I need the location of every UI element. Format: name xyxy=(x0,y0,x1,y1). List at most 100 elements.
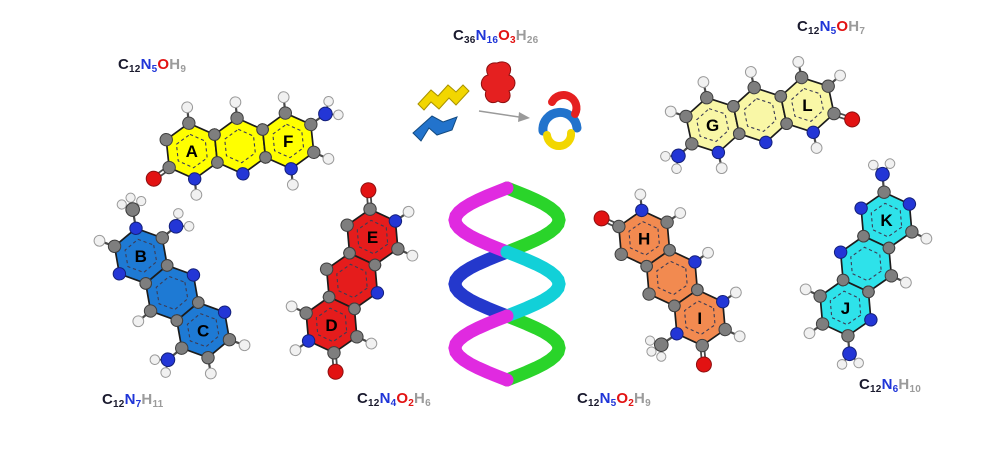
atom-oxygen xyxy=(327,363,344,380)
formula-molecule-ED: C12N4O2H6 xyxy=(357,390,431,409)
atom-nitrogen xyxy=(671,148,686,164)
formula-segment: C xyxy=(102,391,114,408)
aromatic-dashes xyxy=(870,202,903,238)
formula-segment: 12 xyxy=(129,64,141,75)
ring-label-D: D xyxy=(325,316,337,335)
assembly-scheme xyxy=(412,61,582,150)
atom-carbon xyxy=(780,117,793,130)
atom-carbon xyxy=(815,317,830,331)
formula-segment: H xyxy=(414,390,426,407)
atom-nitrogen xyxy=(688,255,702,269)
atom-hydrogen xyxy=(702,246,714,259)
helix-strand-segment xyxy=(448,181,514,259)
atom-hydrogen xyxy=(125,192,136,203)
atom-nitrogen xyxy=(388,214,403,228)
molecule-cyan xyxy=(799,158,933,370)
formula-segment: N xyxy=(819,18,831,35)
atom-nitrogen xyxy=(864,313,878,327)
atom-carbon xyxy=(747,80,761,95)
atom-carbon xyxy=(642,287,656,301)
atom-hydrogen xyxy=(323,95,334,107)
aromatic-dashes xyxy=(656,260,688,296)
atom-carbon xyxy=(159,132,173,147)
atom-hydrogen xyxy=(365,337,378,350)
formula-segment: N xyxy=(881,376,893,393)
formula-segment: 12 xyxy=(588,398,600,409)
atom-nitrogen xyxy=(129,221,143,236)
ring-label-B: B xyxy=(135,247,147,266)
atom-carbon xyxy=(654,337,669,352)
atom-nitrogen xyxy=(186,268,201,282)
atom-carbon xyxy=(160,259,174,272)
formula-segment: H xyxy=(898,376,910,393)
fragment-red-icon xyxy=(480,61,516,104)
formula-segment: 11 xyxy=(152,399,164,410)
formula-segment: H xyxy=(848,18,860,35)
atom-nitrogen xyxy=(318,106,333,122)
atom-nitrogen xyxy=(370,286,385,300)
formula-segment: C xyxy=(797,18,809,35)
atom-nitrogen xyxy=(284,162,298,176)
atom-hydrogen xyxy=(644,335,656,346)
formula-segment: C xyxy=(859,376,871,393)
atom-carbon xyxy=(660,215,674,229)
atom-carbon xyxy=(774,89,788,103)
atom-hydrogen xyxy=(834,69,847,82)
atom-hydrogen xyxy=(238,339,251,352)
atom-carbon xyxy=(668,299,681,313)
helix-strand-segment xyxy=(500,245,566,323)
atom-carbon xyxy=(343,246,356,260)
atom-carbon xyxy=(256,123,269,136)
formula-segment: 3 xyxy=(510,35,516,46)
atom-carbon xyxy=(139,277,153,290)
aromatic-dashes xyxy=(175,133,208,169)
formula-molecule-KJ: C12N6H10 xyxy=(859,376,921,395)
aromatic-dashes xyxy=(628,220,661,256)
formula-segment: O xyxy=(157,56,170,73)
formula-segment: 5 xyxy=(151,64,158,75)
atom-carbon xyxy=(307,145,321,160)
atom-carbon xyxy=(107,239,122,254)
atom-oxygen xyxy=(844,111,861,128)
atom-nitrogen xyxy=(875,166,890,182)
assembly-arrow xyxy=(478,110,520,118)
atom-nitrogen xyxy=(160,352,176,368)
atom-nitrogen xyxy=(842,346,857,362)
atom-carbon xyxy=(259,151,272,164)
atom-carbon xyxy=(182,116,196,130)
atom-oxygen xyxy=(145,170,162,187)
atom-nitrogen xyxy=(168,218,184,234)
ring-label-G: G xyxy=(706,116,719,135)
atom-carbon xyxy=(877,185,891,199)
formula-segment: 7 xyxy=(135,399,142,410)
atom-nitrogen xyxy=(854,201,868,215)
atom-carbon xyxy=(322,290,336,304)
formula-segment: 12 xyxy=(368,398,380,409)
ring-label-I: I xyxy=(697,309,702,328)
aromatic-dashes xyxy=(696,108,730,143)
atom-nitrogen xyxy=(635,203,649,218)
atom-hydrogen xyxy=(646,346,657,357)
formula-segment: 6 xyxy=(425,398,431,409)
atom-hydrogen xyxy=(286,178,299,191)
formula-segment: 26 xyxy=(526,35,539,46)
atom-hydrogen xyxy=(729,286,742,299)
atom-carbon xyxy=(821,79,835,93)
aromatic-dashes xyxy=(224,128,256,164)
atom-hydrogen xyxy=(634,188,647,201)
atom-carbon xyxy=(882,241,896,255)
formula-segment: H xyxy=(169,56,181,73)
atom-hydrogen xyxy=(733,330,746,343)
atom-nitrogen xyxy=(112,267,127,281)
atom-hydrogen xyxy=(899,276,912,289)
atom-nitrogen xyxy=(833,245,848,259)
formula-segment: H xyxy=(515,27,527,44)
formula-segment: C xyxy=(453,27,465,44)
atom-hydrogen xyxy=(884,158,896,169)
formula-segment: 2 xyxy=(628,398,635,409)
formula-complex: C36N16O3H26 xyxy=(453,27,538,46)
atom-carbon xyxy=(125,202,140,217)
atom-carbon xyxy=(691,283,704,297)
atom-hydrogen xyxy=(322,152,335,165)
